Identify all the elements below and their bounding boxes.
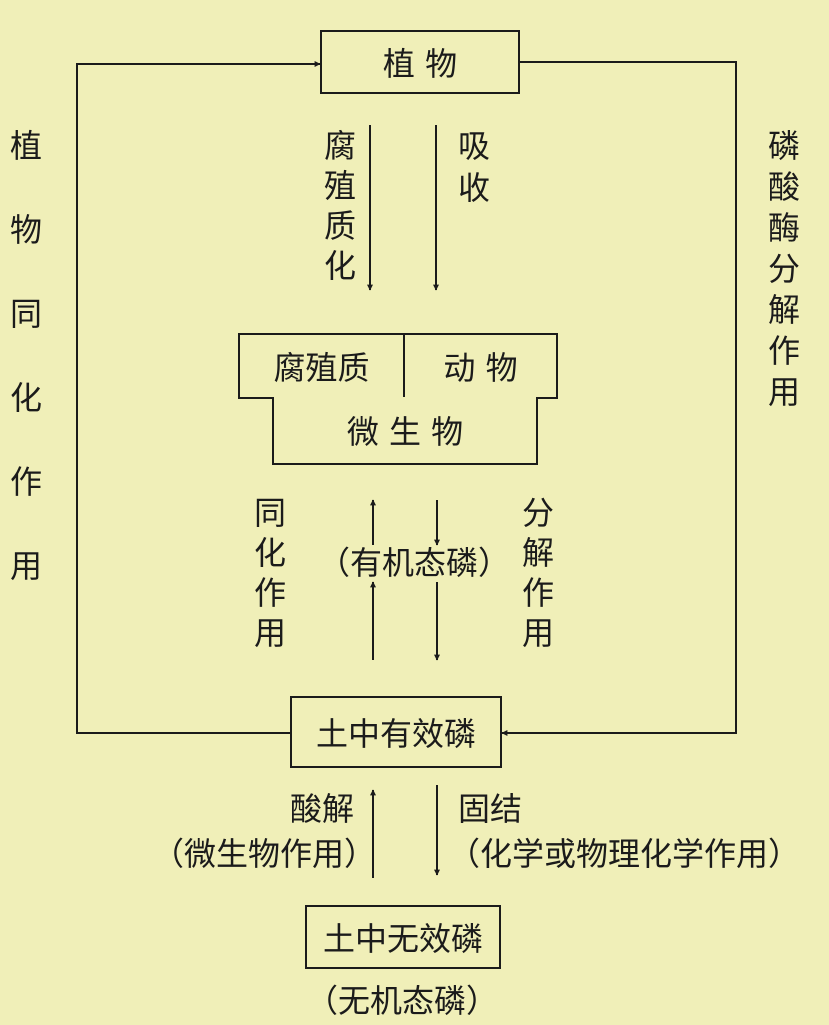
humification-label: 腐 殖 质 化 bbox=[323, 127, 356, 285]
decomposition-label: 分 解 作 用 bbox=[521, 494, 554, 652]
microbe-box: 微 生 物 bbox=[272, 397, 538, 465]
phosphatase-label: 磷 酸 酶 分 解 作 用 bbox=[767, 127, 800, 411]
plant-label: 植 物 bbox=[382, 45, 458, 83]
plant-box: 植 物 bbox=[320, 30, 520, 94]
loop-left-line bbox=[76, 61, 321, 734]
humus-cell: 腐殖质 bbox=[240, 335, 405, 397]
inorganic-p-label: （无机态磷） bbox=[306, 982, 499, 1020]
plant-assimilation-label: 植 物 同 化 作 用 bbox=[9, 127, 42, 585]
fixation-label: 固结 bbox=[458, 790, 523, 828]
acidolysis-label: 酸解 bbox=[290, 790, 355, 828]
loop-right-line bbox=[501, 61, 737, 736]
organic-p-label: （有机态磷） bbox=[318, 544, 511, 582]
humus-label: 腐殖质 bbox=[273, 349, 370, 387]
microbial-action-label: （微生物作用） bbox=[152, 835, 377, 873]
animal-label: 动 物 bbox=[443, 349, 518, 387]
humus-animal-box: 腐殖质 动 物 bbox=[238, 333, 558, 399]
unavailable-p-box: 土中无效磷 bbox=[305, 905, 501, 969]
absorption-label: 吸 收 bbox=[457, 127, 490, 207]
microbe-label: 微 生 物 bbox=[346, 413, 464, 451]
assimilation-label: 同 化 作 用 bbox=[253, 494, 286, 652]
unavailable-p-label: 土中无效磷 bbox=[322, 920, 483, 958]
available-p-label: 土中有效磷 bbox=[315, 715, 476, 753]
chem-phys-action-label: （化学或物理化学作用） bbox=[448, 835, 801, 873]
available-p-box: 土中有效磷 bbox=[290, 696, 502, 768]
animal-cell: 动 物 bbox=[405, 335, 556, 397]
